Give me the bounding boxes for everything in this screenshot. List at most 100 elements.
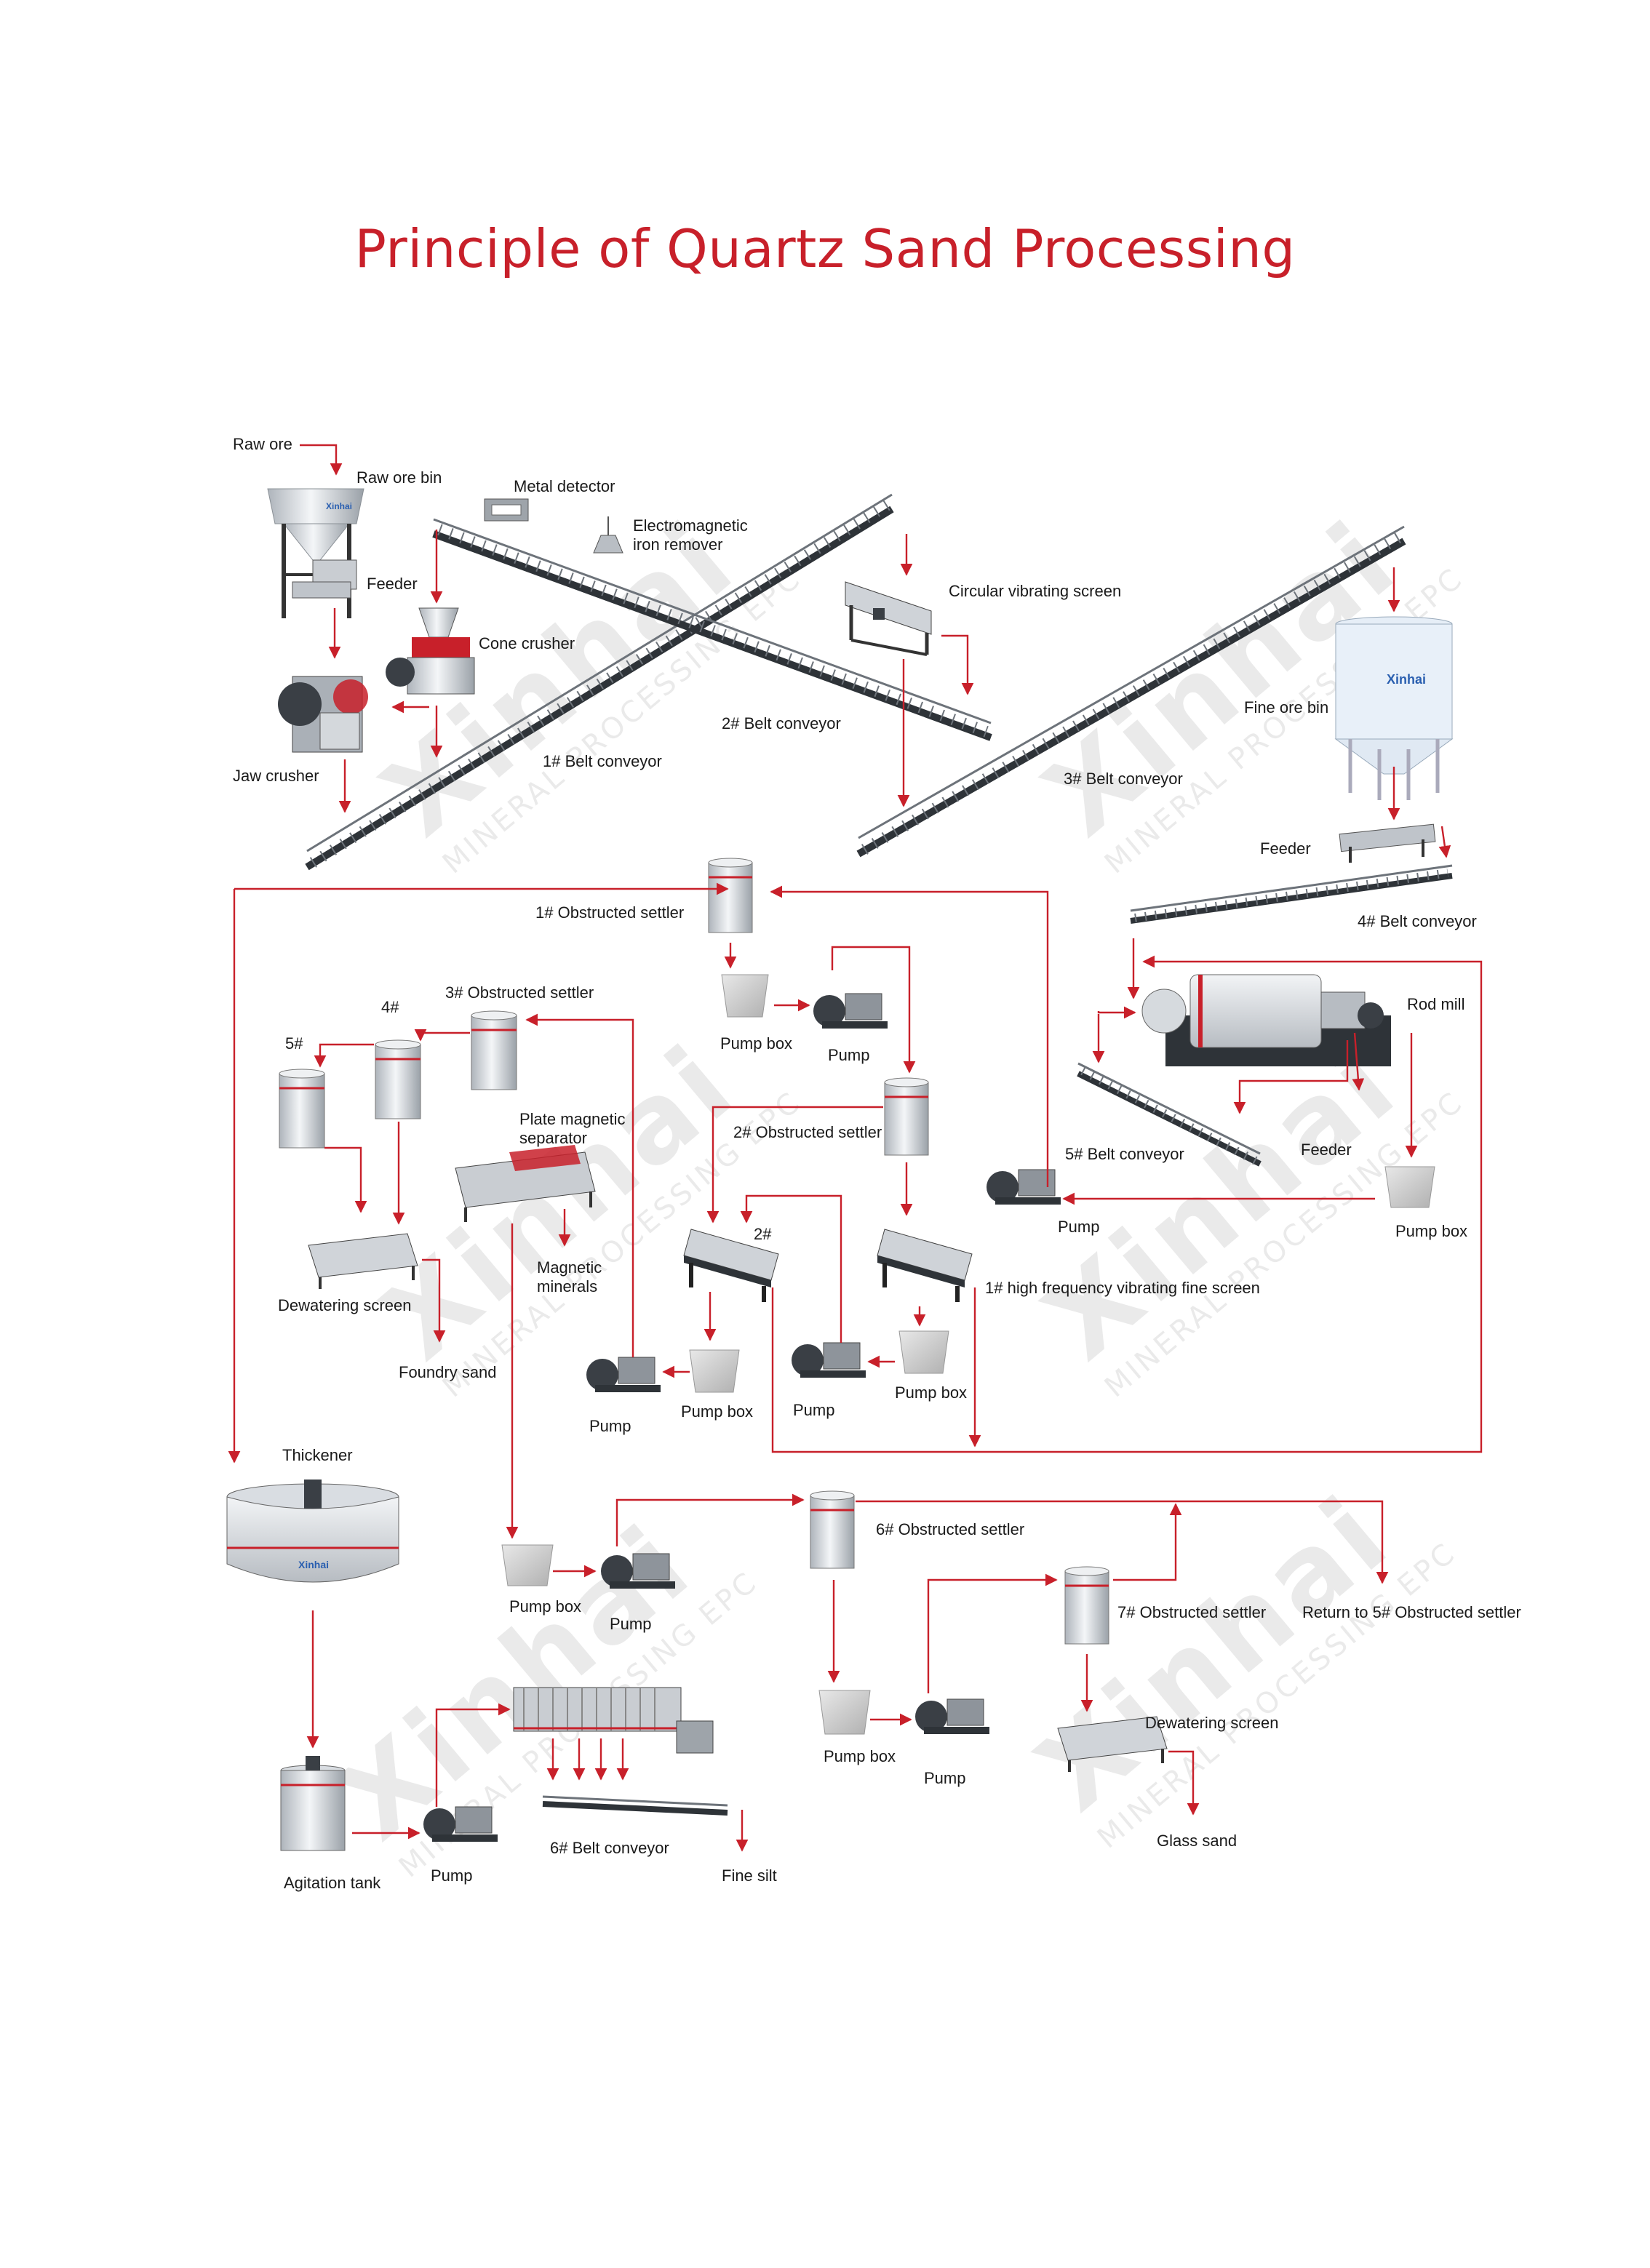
feeder-label: Feeder [1260, 839, 1311, 858]
feeder-label: Feeder [1301, 1141, 1352, 1159]
pump-box [818, 1690, 871, 1735]
obstructed-settler-1-label: 1# Obstructed settler [535, 903, 685, 922]
obstructed-settler-3 [471, 1010, 517, 1090]
thickener: Xinhai [226, 1480, 399, 1583]
obstructed-settler-6-label: 6# Obstructed settler [876, 1520, 1025, 1538]
metal-detector-label: Metal detector [514, 477, 615, 495]
obstructed-settler-4 [375, 1039, 421, 1119]
agitation-tank-label: Agitation tank [284, 1874, 381, 1892]
raw-ore-bin-label: Raw ore bin [356, 468, 442, 487]
belt-conveyor-5-label: 5# Belt conveyor [1065, 1145, 1184, 1163]
pump-label: Pump [793, 1401, 835, 1419]
fine-ore-bin: Xinhai [1334, 616, 1454, 800]
pump [987, 1169, 1061, 1205]
pump-label: Pump [924, 1769, 966, 1787]
pump-box [1384, 1166, 1435, 1208]
cone-crusher [386, 607, 475, 695]
obstructed-settler-1 [708, 858, 753, 933]
pump-box [689, 1349, 740, 1393]
raw-ore-label: Raw ore [233, 435, 292, 453]
pump [792, 1342, 866, 1378]
high-frequency-screen-2 [683, 1229, 779, 1302]
dewatering-screen-label: Dewatering screen [278, 1296, 412, 1314]
pump [601, 1553, 675, 1589]
jaw-crusher-label: Jaw crusher [233, 767, 319, 785]
pump-box-label: Pump box [1395, 1222, 1468, 1240]
svg-text:Xinhai: Xinhai [1387, 672, 1426, 687]
pump-label: Pump [828, 1046, 870, 1064]
belt-conveyor-5 [1077, 1062, 1262, 1167]
dewatering-screen [308, 1233, 418, 1289]
circular-vibrating-screen-label: Circular vibrating screen [949, 582, 1122, 600]
obstructed-settler-2 [884, 1077, 929, 1156]
settler-4-label: 4# [381, 998, 399, 1016]
fine-ore-bin-label: Fine ore bin [1244, 698, 1329, 716]
dewatering-screen-label: Dewatering screen [1145, 1714, 1279, 1732]
pump-box-label: Pump box [824, 1747, 896, 1765]
cone-crusher-label: Cone crusher [479, 634, 575, 652]
pump-box-label: Pump box [895, 1383, 968, 1402]
magnetic-minerals-label: Magnetic minerals [537, 1258, 602, 1296]
flow-arrows [228, 444, 1483, 1852]
belt-conveyor-1-label: 1# Belt conveyor [543, 752, 662, 770]
electromagnetic-iron-remover [593, 516, 623, 554]
obstructed-settler-7 [1064, 1566, 1109, 1645]
feeder [292, 581, 351, 599]
pump-label: Pump [589, 1417, 631, 1435]
belt-conveyor-6 [542, 1795, 728, 1816]
svg-text:Xinhai: Xinhai [298, 1559, 329, 1570]
pump-label: Pump [610, 1615, 652, 1633]
plate-magnetic-separator [455, 1145, 596, 1222]
filter-press [513, 1687, 714, 1754]
pump [586, 1357, 661, 1392]
belt-conveyor-2-label: 2# Belt conveyor [722, 714, 841, 732]
feeder-label: Feeder [367, 575, 418, 593]
foundry-sand-label: Foundry sand [399, 1363, 497, 1381]
metal-detector [484, 498, 529, 522]
pump-box [898, 1330, 949, 1374]
plate-magnetic-separator-label: Plate magnetic separator [519, 1110, 626, 1148]
pump-label: Pump [431, 1866, 473, 1885]
pump [423, 1806, 498, 1842]
belt-conveyors [305, 493, 1453, 1816]
obstructed-settler-6 [810, 1490, 855, 1569]
screen-2-label: 2# [754, 1225, 772, 1243]
obstructed-settler-2-label: 2# Obstructed settler [733, 1123, 882, 1141]
pump [813, 993, 888, 1029]
circular-vibrating-screen [845, 581, 932, 656]
obstructed-settler-3-label: 3# Obstructed settler [445, 983, 594, 1002]
pump-box [501, 1544, 554, 1586]
pump-box-label: Pump box [681, 1402, 754, 1421]
feeder [1339, 823, 1436, 863]
high-frequency-screen-1 [877, 1229, 973, 1302]
agitation-tank [280, 1756, 346, 1851]
jaw-crusher [278, 676, 368, 753]
raw-ore-bin: Xinhai [267, 488, 364, 618]
hf-vibrating-fine-screen-label: 1# high frequency vibrating fine screen [985, 1279, 1260, 1297]
rod-mill [1141, 974, 1391, 1066]
belt-conveyor-2 [432, 518, 992, 741]
pump-label: Pump [1058, 1218, 1100, 1236]
fine-silt-label: Fine silt [722, 1866, 777, 1885]
belt-conveyor-1 [305, 493, 894, 871]
return-to-5-label: Return to 5# Obstructed settler [1302, 1603, 1521, 1621]
thickener-label: Thickener [282, 1446, 353, 1464]
belt-conveyor-3-label: 3# Belt conveyor [1064, 770, 1183, 788]
settler-5-label: 5# [285, 1034, 303, 1053]
pump [915, 1698, 989, 1734]
obstructed-settler-5 [279, 1069, 325, 1149]
belt-conveyor-6-label: 6# Belt conveyor [550, 1839, 669, 1857]
page-title: Principle of Quartz Sand Processing [354, 218, 1296, 279]
rod-mill-label: Rod mill [1407, 995, 1465, 1013]
electromagnetic-iron-remover-label: Electromagnetic iron remover [633, 516, 748, 554]
belt-conveyor-3 [856, 525, 1406, 858]
belt-conveyor-4 [1130, 864, 1453, 924]
belt-conveyor-4-label: 4# Belt conveyor [1358, 912, 1477, 930]
pump-box-label: Pump box [720, 1034, 793, 1053]
pump-box-label: Pump box [509, 1597, 582, 1616]
svg-text:Xinhai: Xinhai [326, 501, 352, 511]
glass-sand-label: Glass sand [1157, 1832, 1238, 1850]
pump-box [721, 974, 769, 1018]
dewatering-screen [1057, 1716, 1168, 1772]
